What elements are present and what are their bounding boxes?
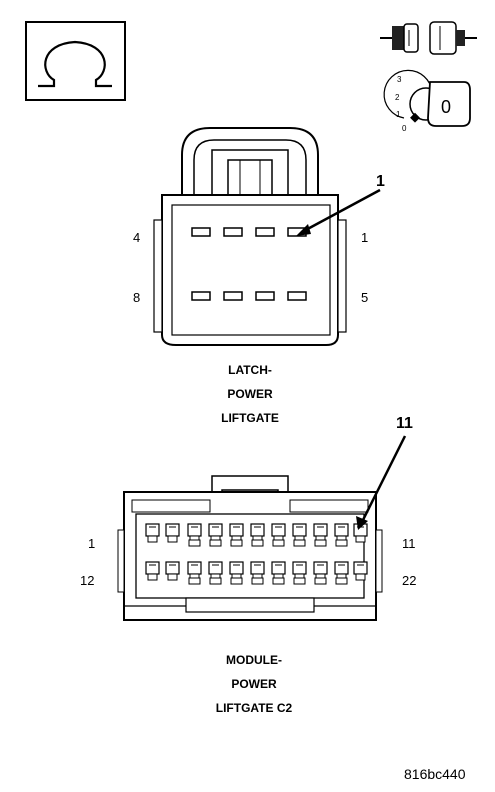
module-pin-cavity [271,523,286,547]
module-pin-cavity [250,523,265,547]
module-pin-cavity [145,561,160,581]
latch-pin-cavities [191,227,307,301]
latch-pin-cavity [287,291,307,301]
module-pin-cavity [229,561,244,585]
ignition-position-1: 1 [396,110,401,119]
module-pin-cavity [208,523,223,547]
module-pin-cavity [313,523,328,547]
module-pin-cavity [208,561,223,585]
latch-pin-cavity [191,227,211,237]
module-callout-arrow [360,435,407,523]
latch-caption-line-2: POWER [227,387,273,401]
module-caption-line-1: MODULE- [226,653,282,667]
latch-caption-line-3: LIFTGATE [221,411,279,425]
latch-pin-label-top-right: 1 [361,230,368,245]
module-pin-cavity [271,561,286,585]
module-pin-cavity [334,561,349,585]
ignition-position-0: 0 [402,124,407,133]
latch-callout: 1 [376,173,385,190]
latch-callout-arrow [301,188,381,234]
module-pin-cavity [353,561,368,581]
module-pin-label-top-right: 11 [402,536,416,551]
disconnected-connector-icon [380,21,477,55]
module-connector [117,475,383,621]
module-pin-cavity [145,523,160,543]
module-pin-label-top-left: 1 [88,536,95,551]
latch-pin-cavity [223,291,243,301]
module-pin-cavity [353,523,368,543]
latch-pin-label-bottom-right: 5 [361,290,368,305]
ignition-position-2: 2 [395,93,400,102]
module-pin-cavity [187,561,202,585]
module-pin-cavity [165,561,180,581]
module-pin-label-bottom-right: 22 [402,573,416,588]
module-pin-cavity [292,523,307,547]
latch-pin-cavity [255,227,275,237]
latch-pin-cavity [255,291,275,301]
figure-code: 816bc440 [404,766,466,782]
module-pin-cavities [145,523,368,585]
ohm-symbol-icon [25,21,126,101]
module-pin-cavity [165,523,180,543]
module-callout: 11 [396,415,413,432]
latch-pin-cavity [191,291,211,301]
module-pin-cavity [292,561,307,585]
ignition-position-3: 3 [397,75,402,84]
latch-pin-label-bottom-left: 8 [133,290,140,305]
module-pin-cavity [313,561,328,585]
latch-pin-label-top-left: 4 [133,230,140,245]
module-pin-cavity [250,561,265,585]
module-pin-cavity [187,523,202,547]
latch-connector [153,127,347,346]
latch-caption-line-1: LATCH- [228,363,272,377]
module-pin-label-bottom-left: 12 [80,573,94,588]
ignition-key-off-icon: 3 2 1 0 0 [383,69,471,133]
module-pin-cavity [334,523,349,547]
latch-pin-cavity [223,227,243,237]
ignition-key-label: 0 [441,97,451,117]
module-caption-line-2: POWER [231,677,277,691]
module-caption-line-3: LIFTGATE C2 [216,701,293,715]
module-pin-cavity [229,523,244,547]
